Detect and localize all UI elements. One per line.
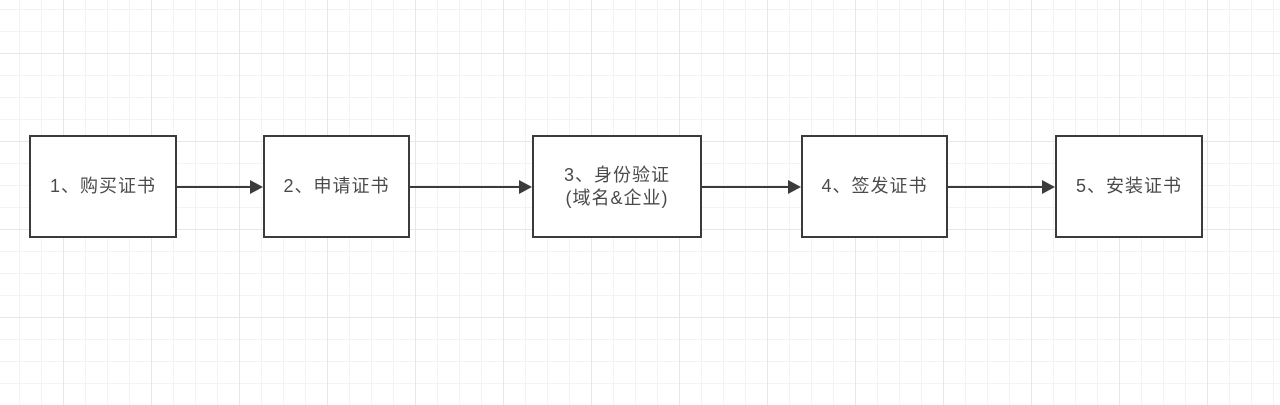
- node-label: 4、签发证书: [821, 176, 928, 196]
- connector-4-to-5[interactable]: [948, 180, 1055, 194]
- node-label: 3、身份验证: [563, 164, 670, 185]
- connector-3-to-4[interactable]: [702, 180, 801, 194]
- connector-line: [410, 186, 522, 188]
- flow-node-identity-verification[interactable]: 3、身份验证 (域名&企业): [532, 135, 702, 238]
- flow-node-apply-certificate[interactable]: 2、申请证书: [263, 135, 410, 238]
- flow-node-issue-certificate[interactable]: 4、签发证书: [801, 135, 948, 238]
- arrow-right-icon: [519, 180, 532, 194]
- arrow-right-icon: [788, 180, 801, 194]
- node-label: 5、安装证书: [1075, 176, 1182, 196]
- connector-line: [702, 186, 791, 188]
- node-sublabel: (域名&企业): [565, 187, 669, 208]
- node-label: 2、申请证书: [283, 176, 390, 196]
- flow-node-buy-certificate[interactable]: 1、购买证书: [29, 135, 177, 238]
- connector-2-to-3[interactable]: [410, 180, 532, 194]
- connector-1-to-2[interactable]: [177, 180, 263, 194]
- connector-line: [948, 186, 1045, 188]
- connector-line: [177, 186, 253, 188]
- arrow-right-icon: [250, 180, 263, 194]
- arrow-right-icon: [1042, 180, 1055, 194]
- flow-node-install-certificate[interactable]: 5、安装证书: [1055, 135, 1203, 238]
- node-label: 1、购买证书: [49, 176, 156, 196]
